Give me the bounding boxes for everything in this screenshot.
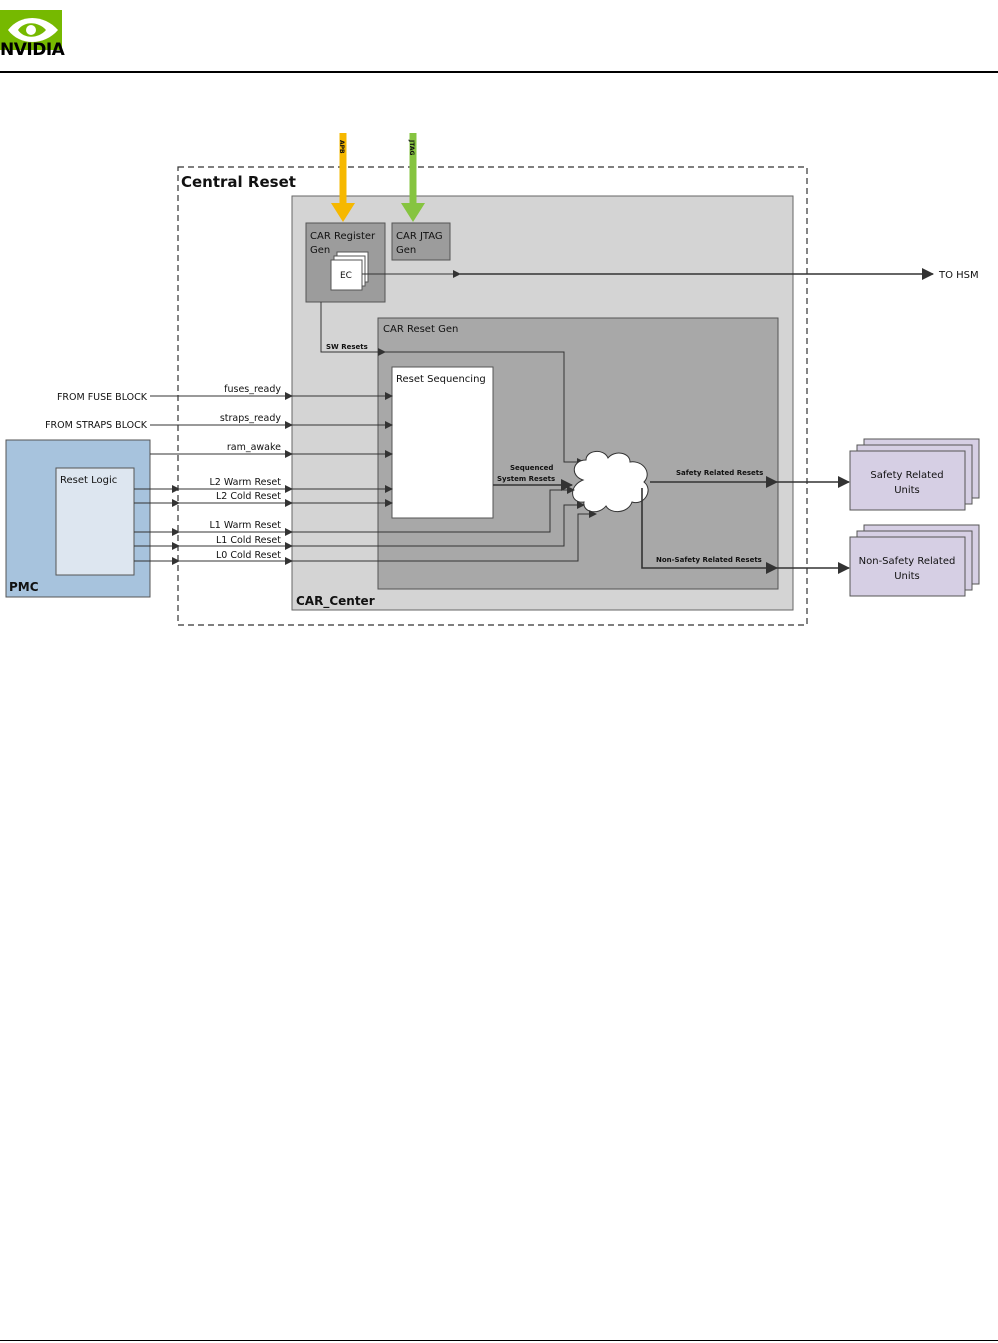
page-header: NVIDIA: [0, 0, 998, 73]
nvidia-wordmark: NVIDIA: [0, 40, 65, 60]
from-fuse-label: FROM FUSE BLOCK: [57, 392, 148, 403]
ram-awake-label: ram_awake: [227, 442, 281, 453]
central-reset-title: Central Reset: [181, 173, 296, 191]
ec-block: [330, 259, 363, 291]
reset-mux-cloud: [572, 451, 649, 513]
jtag-arrow-head: [401, 203, 425, 222]
safety-units-label-2: Units: [894, 485, 920, 496]
non-safety-units-label-1: Non-Safety Related: [859, 556, 956, 567]
straps-ready-label: straps_ready: [220, 413, 282, 424]
car-jtag-gen-label-1: CAR JTAG: [396, 231, 443, 242]
footer-rule: [0, 1340, 998, 1341]
l1-cold-label: L1 Cold Reset: [216, 535, 281, 546]
car-jtag-gen-block: [391, 222, 451, 261]
non-safety-units-label-2: Units: [894, 571, 920, 582]
ec-label: EC: [340, 271, 352, 281]
signal-l2-warm: L2 Warm Reset: [134, 477, 393, 493]
to-hsm-label: TO HSM: [938, 270, 979, 281]
from-straps-label: FROM STRAPS BLOCK: [45, 420, 148, 431]
signal-ram-awake: ram_awake: [150, 442, 393, 458]
apb-label: APB: [338, 140, 345, 154]
reset-logic-label: Reset Logic: [60, 475, 117, 486]
signal-fuses-ready: fuses_ready: [150, 384, 393, 400]
car-register-gen-label-2: Gen: [310, 245, 330, 256]
sw-to-cloud-line: [385, 351, 585, 466]
signal-l1-warm: L1 Warm Reset: [134, 486, 575, 536]
l2-cold-label: L2 Cold Reset: [216, 491, 281, 502]
fuses-ready-label: fuses_ready: [224, 384, 281, 395]
header-rule: [0, 71, 998, 73]
signal-l0-cold: L0 Cold Reset: [134, 510, 597, 565]
non-safety-units-block: [849, 536, 966, 597]
sw-resets-line: [320, 302, 386, 356]
car-center-label: CAR_Center: [296, 594, 375, 609]
non-safety-resets-line: [641, 488, 778, 574]
sequenced-label-1: Sequenced: [510, 464, 553, 472]
l1-warm-label: L1 Warm Reset: [209, 520, 281, 531]
apb-arrow-head: [331, 203, 355, 222]
car-register-gen-label-1: CAR Register: [310, 231, 376, 242]
reset-logic-block: [55, 467, 135, 576]
safety-units-label-1: Safety Related: [870, 470, 943, 481]
jtag-label: JTAG: [408, 139, 415, 156]
safety-resets-label: Safety Related Resets: [676, 469, 763, 477]
car-reset-gen-label: CAR Reset Gen: [383, 324, 458, 335]
non-safety-resets-label: Non-Safety Related Resets: [656, 556, 762, 564]
safety-units-block: [849, 450, 966, 511]
sequenced-label-2: System Resets: [497, 475, 555, 483]
pmc-label: PMC: [9, 580, 39, 594]
signal-l2-cold: L2 Cold Reset: [134, 491, 393, 507]
reset-sequencing-label: Reset Sequencing: [396, 374, 486, 385]
signal-l1-cold: L1 Cold Reset: [134, 501, 585, 550]
reset-sequencing-block: [391, 366, 494, 519]
l2-warm-label: L2 Warm Reset: [209, 477, 281, 488]
sw-resets-label: SW Resets: [326, 343, 368, 351]
signal-straps-ready: straps_ready: [150, 413, 393, 429]
car-jtag-gen-label-2: Gen: [396, 245, 416, 256]
nvidia-eye-icon: [0, 10, 62, 50]
l0-cold-label: L0 Cold Reset: [216, 550, 281, 561]
